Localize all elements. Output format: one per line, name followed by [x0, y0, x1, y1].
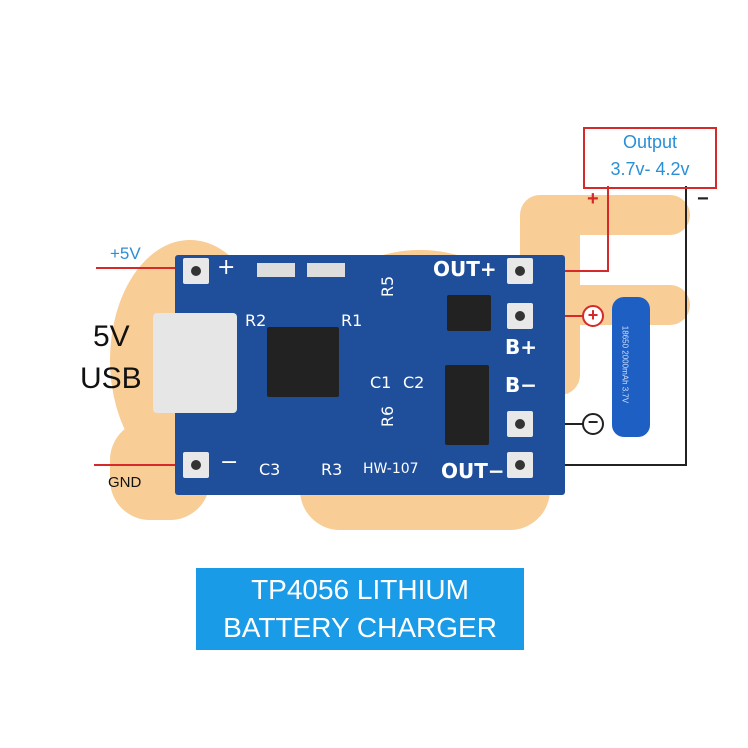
output-title: Output [622, 132, 678, 152]
pad-out-plus [507, 258, 533, 284]
usb-label-5v: 5V [93, 320, 130, 353]
battery-body [612, 297, 650, 437]
battery-minus-symbol: − [587, 412, 599, 432]
silk-r1: R1 [341, 311, 363, 330]
pad-in-minus [183, 452, 209, 478]
output-plus-sign: + [587, 188, 599, 210]
gnd-label: GND [108, 474, 142, 491]
banner-line-1: TP4056 LITHIUM [251, 574, 469, 605]
battery-plus-symbol: + [587, 305, 599, 325]
silk-r2: R2 [245, 311, 267, 330]
pad-b-plus [507, 303, 533, 329]
silk-r6: R6 [378, 405, 398, 428]
silk-minus: − [220, 450, 239, 475]
protection-chip [445, 365, 489, 445]
silk-plus: + [217, 255, 236, 280]
led-blue [307, 263, 345, 277]
silk-c3: C3 [259, 460, 281, 479]
micro-usb-connector [153, 313, 237, 413]
title-banner: TP4056 LITHIUM BATTERY CHARGER [196, 568, 524, 650]
output-range: 3.7v- 4.2v [610, 159, 690, 179]
label-b-plus: B+ [505, 335, 538, 359]
label-out-plus: OUT+ [433, 257, 497, 281]
pad-b-minus [507, 411, 533, 437]
led-red [257, 263, 295, 277]
tp4056-board: + − R2 R1 R5 C1 C2 R6 C3 R3 HW-107 OUT+ … [153, 255, 565, 495]
banner-line-2: BATTERY CHARGER [223, 612, 497, 643]
mosfet-chip [447, 295, 491, 331]
out-minus-wire [527, 186, 687, 466]
silk-r5: R5 [378, 275, 398, 298]
label-out-minus: OUT− [441, 459, 505, 483]
silk-r3: R3 [321, 460, 343, 479]
label-b-minus: B− [505, 373, 538, 397]
battery-label: 18650 2000mAh 3.7V [620, 325, 630, 404]
tp4056-chip [267, 327, 339, 397]
silk-c2: C2 [403, 373, 425, 392]
plus5v-label: +5V [110, 244, 141, 263]
silk-c1: C1 [370, 373, 392, 392]
output-box: Output 3.7v- 4.2v [583, 127, 717, 189]
output-minus-sign: − [697, 188, 709, 210]
usb-label-usb: USB [80, 362, 142, 395]
pad-out-minus [507, 452, 533, 478]
pad-in-plus [183, 258, 209, 284]
board-model: HW-107 [363, 461, 419, 477]
